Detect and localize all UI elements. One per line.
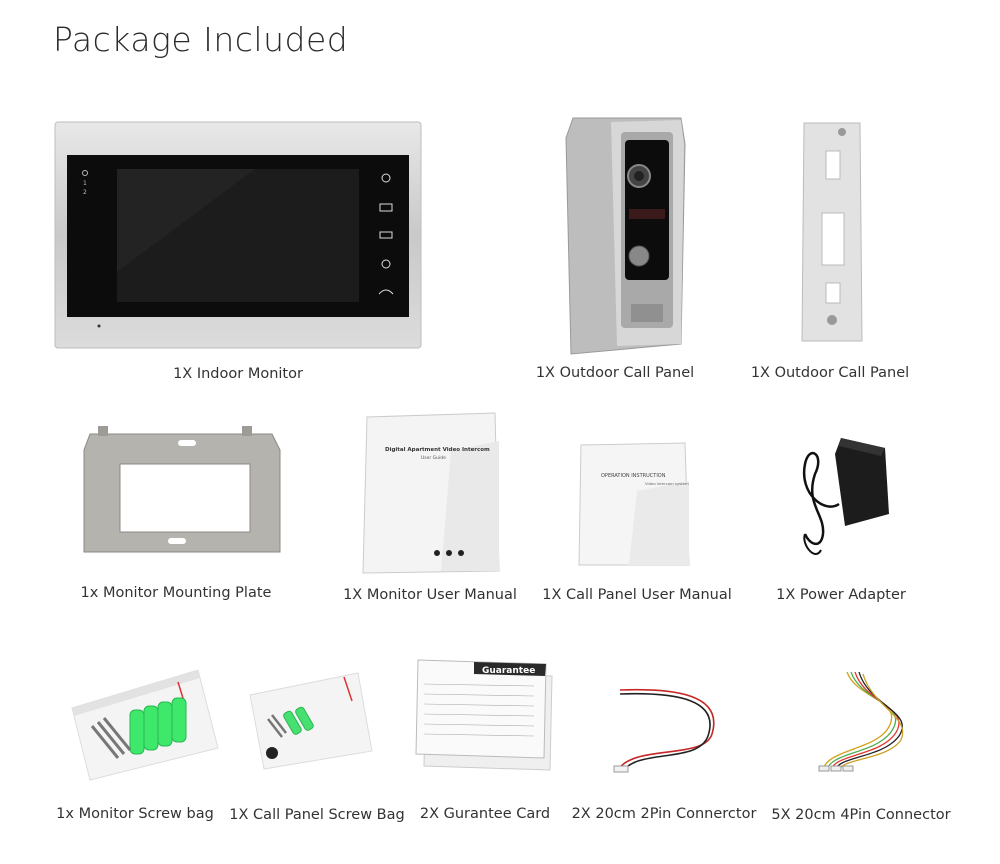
caption-outdoor-call-panel: 1X Outdoor Call Panel (535, 365, 695, 381)
caption-monitor-manual: 1X Monitor User Manual (343, 587, 517, 603)
monitor-label-2: 2 (83, 189, 87, 196)
caption-power-adapter: 1X Power Adapter (776, 587, 906, 603)
card-title: Guarantee (482, 666, 535, 676)
caption-2pin-connector: 2X 20cm 2Pin Connerctor (571, 806, 757, 822)
page-title: Package Included (53, 20, 349, 59)
caption-call-panel-screw-bag: 1X Call Panel Screw Bag (229, 807, 405, 823)
call-manual-sub: Video intercom system (645, 481, 689, 486)
caption-guarantee-card: 2X Gurantee Card (419, 806, 551, 822)
monitor-label-1: 1 (83, 180, 87, 187)
caption-indoor-monitor: 1X Indoor Monitor (173, 366, 303, 382)
monitor-manual-title: Digital Apartment Video Intercom (385, 447, 490, 453)
caption-bracket: 1X Outdoor Call Panel (750, 365, 910, 381)
caption-mounting-plate: 1x Monitor Mounting Plate (80, 585, 272, 601)
monitor-manual-sub: User Guide (421, 455, 446, 461)
caption-4pin-connector: 5X 20cm 4Pin Connector (771, 807, 951, 823)
call-manual-title: OPERATION INSTRUCTION (601, 473, 666, 479)
caption-call-panel-manual: 1X Call Panel User Manual (542, 587, 732, 603)
caption-monitor-screw-bag: 1x Monitor Screw bag (56, 806, 214, 822)
